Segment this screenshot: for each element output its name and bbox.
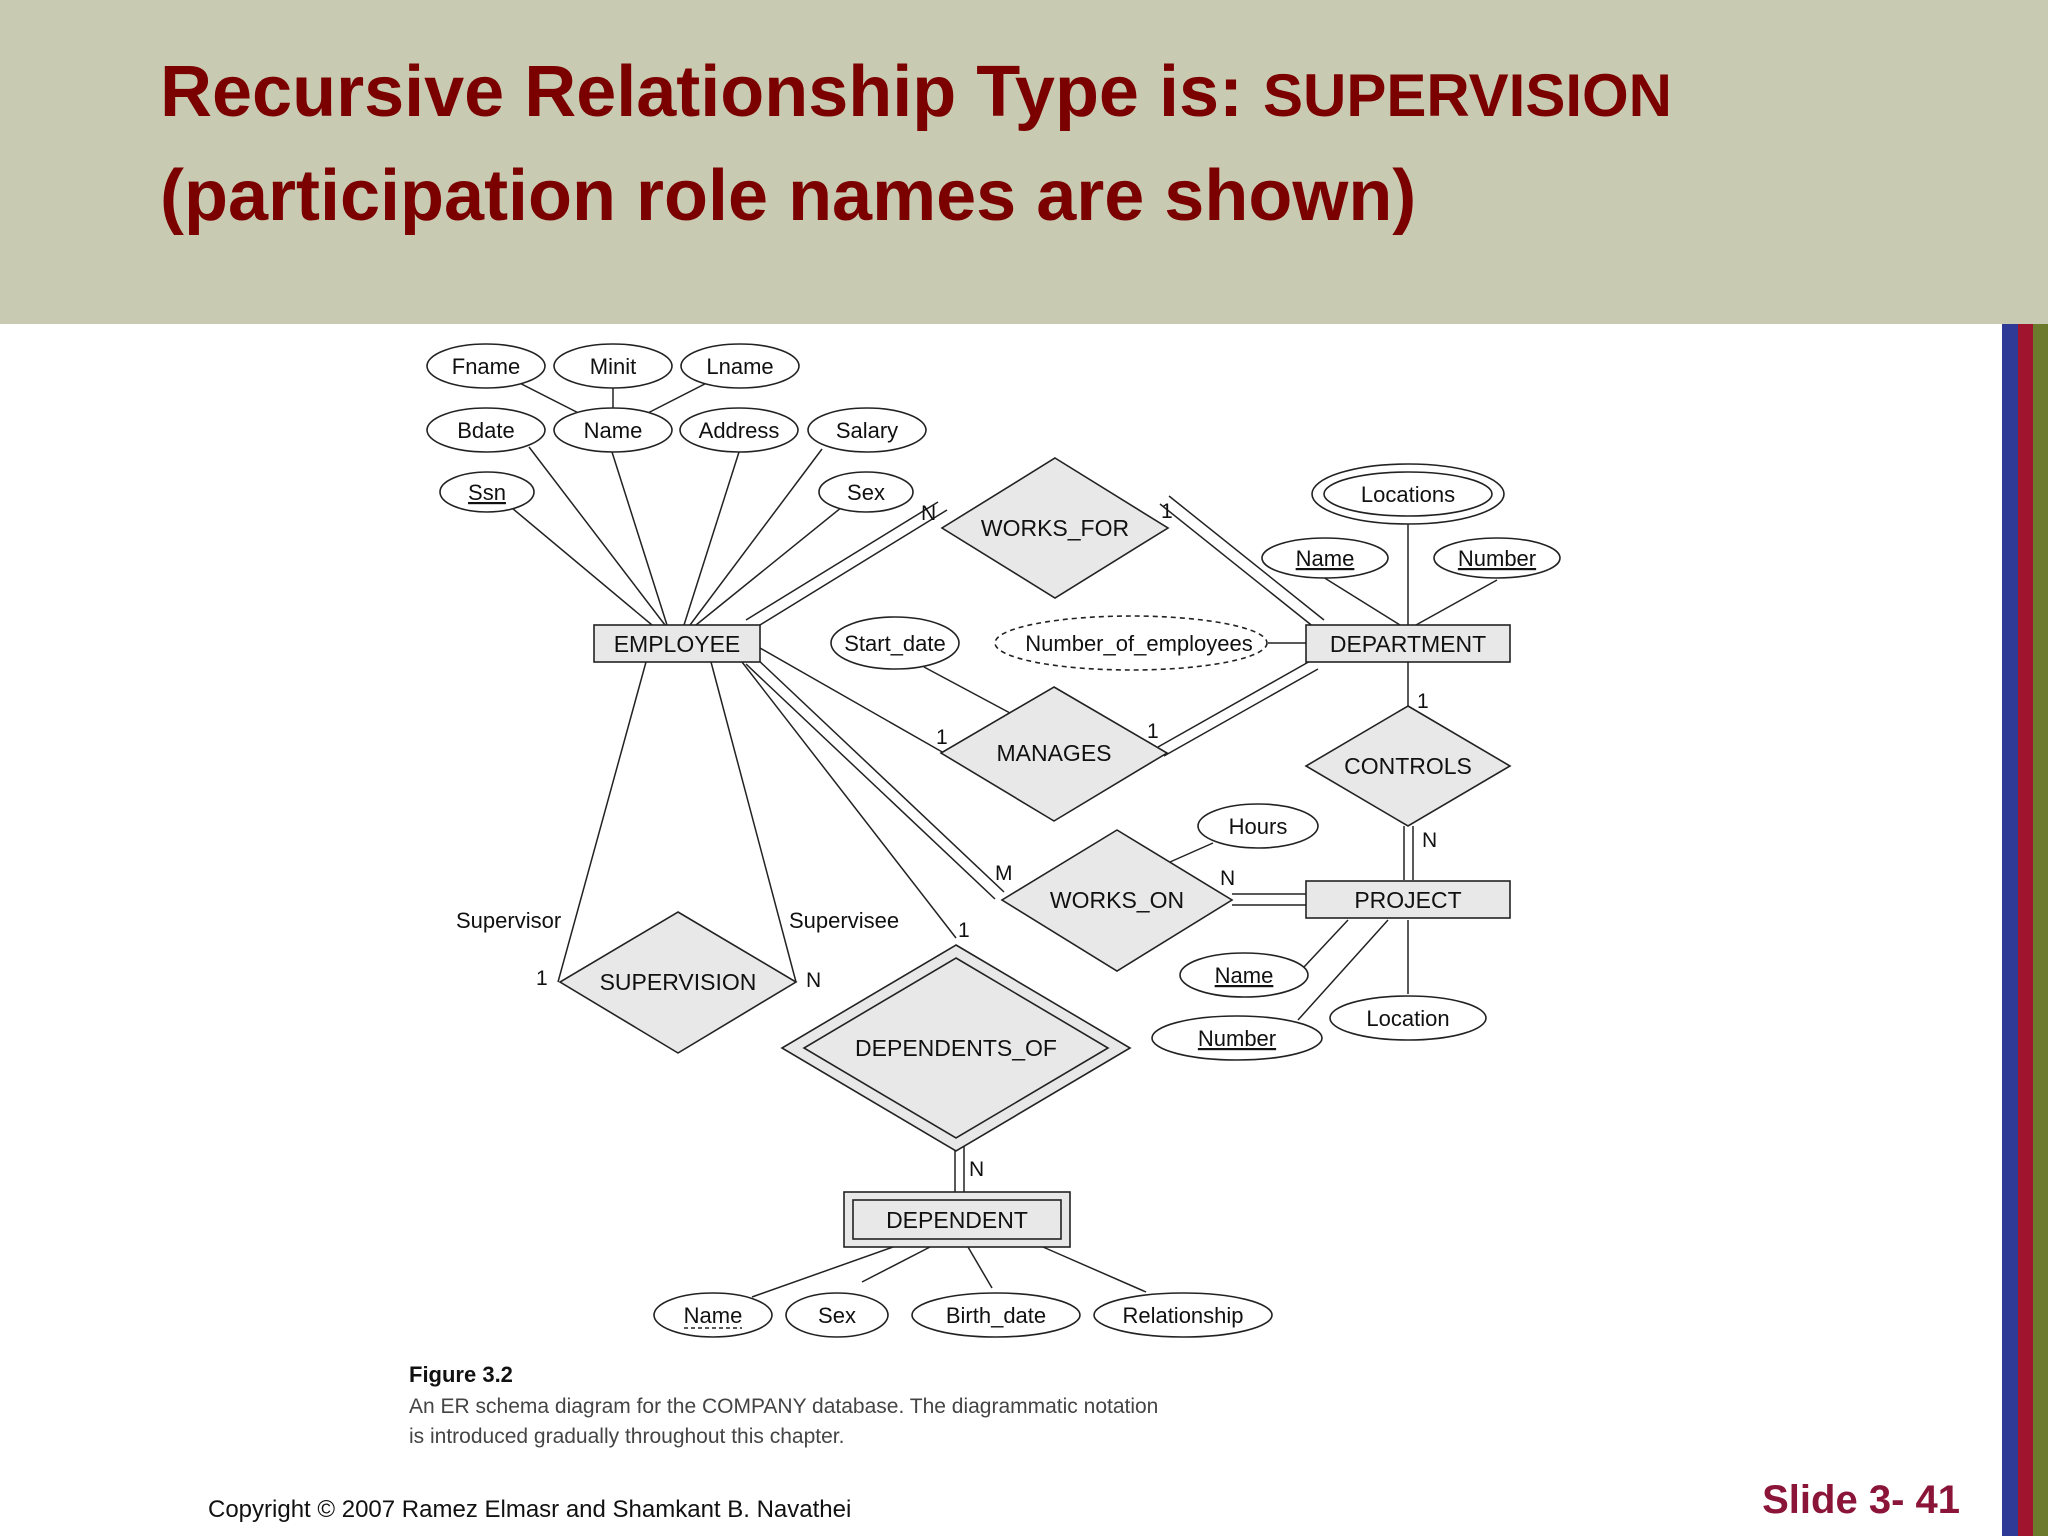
entity-project: PROJECT bbox=[1305, 880, 1511, 919]
cardinality-labels: N 1 1 1 1 N M N 1 N 1 N bbox=[536, 500, 1437, 1181]
relationship-dependents-of: DEPENDENTS_OF bbox=[780, 944, 1132, 1152]
attr-dep-name: Name bbox=[684, 1303, 743, 1328]
figure-description: An ER schema diagram for the COMPANY dat… bbox=[409, 1392, 1309, 1452]
relationship-controls-label: CONTROLS bbox=[1344, 753, 1472, 779]
relationship-supervision-label: SUPERVISION bbox=[600, 969, 757, 995]
attr-ssn: Ssn bbox=[468, 480, 506, 505]
figure-caption-line2: is introduced gradually throughout this … bbox=[409, 1425, 845, 1448]
figure-caption: Figure 3.2 An ER schema diagram for the … bbox=[409, 1362, 1309, 1452]
card-works-on-proj: N bbox=[1220, 867, 1235, 890]
attr-birth-date: Birth_date bbox=[946, 1303, 1046, 1328]
relationship-works-on: WORKS_ON bbox=[1000, 829, 1234, 972]
card-works-for-emp: N bbox=[921, 502, 936, 525]
attr-dep-sex: Sex bbox=[818, 1303, 856, 1328]
stripe-blue bbox=[2002, 324, 2018, 1536]
attr-relationship: Relationship bbox=[1122, 1303, 1243, 1328]
entity-employee-label: EMPLOYEE bbox=[614, 631, 741, 657]
figure-label: Figure 3.2 bbox=[409, 1362, 513, 1387]
attribute-ellipses bbox=[426, 343, 1561, 1338]
card-controls-proj: N bbox=[1422, 829, 1437, 852]
entity-department-label: DEPARTMENT bbox=[1330, 631, 1486, 657]
entity-employee: EMPLOYEE bbox=[593, 624, 761, 663]
title-banner: Recursive Relationship Type is: SUPERVIS… bbox=[0, 0, 2048, 324]
figure-caption-line1: An ER schema diagram for the COMPANY dat… bbox=[409, 1395, 1159, 1418]
relationship-works-on-label: WORKS_ON bbox=[1050, 887, 1184, 913]
entity-dependent: DEPENDENT bbox=[843, 1191, 1071, 1248]
relationship-works-for: WORKS_FOR bbox=[940, 457, 1170, 599]
card-manages-dept: 1 bbox=[1147, 720, 1159, 743]
entity-department: DEPARTMENT bbox=[1305, 624, 1511, 663]
role-supervisee: Supervisee bbox=[789, 908, 899, 933]
attr-bdate: Bdate bbox=[457, 418, 515, 443]
connector-lines bbox=[485, 365, 1498, 1298]
attr-salary: Salary bbox=[836, 418, 898, 443]
role-supervisor: Supervisor bbox=[456, 908, 561, 933]
title-part1: Recursive Relationship Type is: bbox=[160, 52, 1263, 132]
card-works-on-emp: M bbox=[995, 862, 1013, 885]
attr-proj-location: Location bbox=[1366, 1006, 1449, 1031]
card-dependents-of-dep: N bbox=[969, 1158, 984, 1181]
attr-emp-sex: Sex bbox=[847, 480, 885, 505]
title-line2: (participation role names are shown) bbox=[160, 156, 1417, 236]
role-labels: Supervisor Supervisee bbox=[456, 908, 899, 933]
stripe-red bbox=[2018, 324, 2033, 1536]
relationship-manages-label: MANAGES bbox=[996, 740, 1111, 766]
card-supervision-supervisor: 1 bbox=[536, 967, 548, 990]
slide-title: Recursive Relationship Type is: SUPERVIS… bbox=[160, 50, 1672, 238]
attr-hours: Hours bbox=[1229, 814, 1288, 839]
attr-lname: Lname bbox=[706, 354, 773, 379]
card-works-for-dept: 1 bbox=[1161, 500, 1173, 523]
attr-proj-name: Name bbox=[1215, 963, 1274, 988]
attr-emp-name: Name bbox=[584, 418, 643, 443]
attr-proj-number: Number bbox=[1198, 1026, 1276, 1051]
card-supervision-supervisee: N bbox=[806, 969, 821, 992]
card-manages-emp: 1 bbox=[936, 726, 948, 749]
attr-dept-number: Number bbox=[1458, 546, 1536, 571]
relationship-manages: MANAGES bbox=[939, 686, 1169, 822]
slide-number: Slide 3- 41 bbox=[1762, 1478, 1960, 1522]
entity-dependent-label: DEPENDENT bbox=[886, 1207, 1028, 1233]
attr-locations: Locations bbox=[1361, 482, 1455, 507]
relationship-supervision: SUPERVISION bbox=[558, 911, 798, 1054]
attr-address: Address bbox=[699, 418, 780, 443]
attr-start-date: Start_date bbox=[844, 631, 946, 656]
copyright-notice: Copyright © 2007 Ramez Elmasr and Shamka… bbox=[208, 1496, 852, 1523]
card-controls-dept: 1 bbox=[1417, 690, 1429, 713]
relationship-dependents-of-label: DEPENDENTS_OF bbox=[855, 1035, 1057, 1061]
card-dependents-of-emp: 1 bbox=[958, 919, 970, 942]
relationship-works-for-label: WORKS_FOR bbox=[981, 515, 1129, 541]
attr-fname: Fname bbox=[452, 354, 520, 379]
entity-project-label: PROJECT bbox=[1354, 887, 1461, 913]
attr-number-of-employees: Number_of_employees bbox=[1025, 631, 1252, 656]
attribute-labels: Fname Minit Lname Bdate Name Address Sal… bbox=[452, 354, 1536, 1328]
attr-dept-name: Name bbox=[1296, 546, 1355, 571]
attr-minit: Minit bbox=[590, 354, 636, 379]
stripe-olive bbox=[2033, 324, 2048, 1536]
title-part2: SUPERVISION bbox=[1263, 62, 1673, 129]
relationship-controls: CONTROLS bbox=[1304, 705, 1512, 827]
